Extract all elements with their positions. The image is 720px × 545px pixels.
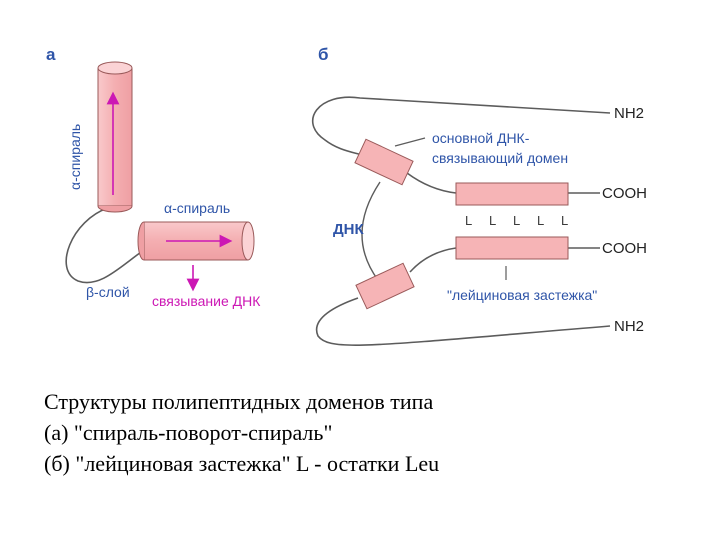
nh2-label-bottom: NH2 xyxy=(614,318,644,335)
dna-binding-domain-bottom xyxy=(355,262,415,310)
caption-line-1: Структуры полипептидных доменов типа xyxy=(44,389,434,414)
domain-leader-line xyxy=(394,137,426,147)
cooh-label-bottom: COOH xyxy=(602,240,647,257)
panel-b-letter: б xyxy=(318,45,329,64)
chain-top xyxy=(312,96,611,194)
beta-layer-label: β-слой xyxy=(86,284,130,300)
leucine-residues: L L L L L xyxy=(465,213,568,228)
caption-line-2: (а) "спираль-поворот-спираль" xyxy=(44,420,333,445)
nh2-label-top: NH2 xyxy=(614,105,644,122)
alpha-helix-label-vertical: α-спираль xyxy=(67,124,83,190)
zipper-helix-bottom xyxy=(455,236,569,260)
dna-label: ДНК xyxy=(333,221,365,238)
leucine-mark: L xyxy=(537,213,544,228)
caption-line-3: (б) "лейциновая застежка" L - остатки Le… xyxy=(44,451,440,476)
leucine-mark: L xyxy=(561,213,568,228)
alpha-helix-cylinder-vertical xyxy=(97,61,133,213)
alpha-helix-label-horizontal: α-спираль xyxy=(164,200,230,216)
dna-binding-domain-top xyxy=(354,138,414,186)
dna-binding-label: связывание ДНК xyxy=(152,293,261,309)
cooh-label-top: COOH xyxy=(602,185,647,202)
dna-line xyxy=(361,181,381,281)
zipper-label: "лейциновая застежка" xyxy=(447,287,597,303)
domain-label-line1: основной ДНК- xyxy=(432,130,530,146)
panel-a-letter: а xyxy=(46,45,56,64)
chain-bottom xyxy=(315,247,611,346)
domain-label-line2: связывающий домен xyxy=(432,150,568,166)
caption: Структуры полипептидных доменов типа (а)… xyxy=(44,386,704,479)
leucine-mark: L xyxy=(513,213,520,228)
leucine-mark: L xyxy=(489,213,496,228)
leucine-mark: L xyxy=(465,213,472,228)
zipper-helix-top xyxy=(455,182,569,206)
turn-loop xyxy=(65,207,145,284)
